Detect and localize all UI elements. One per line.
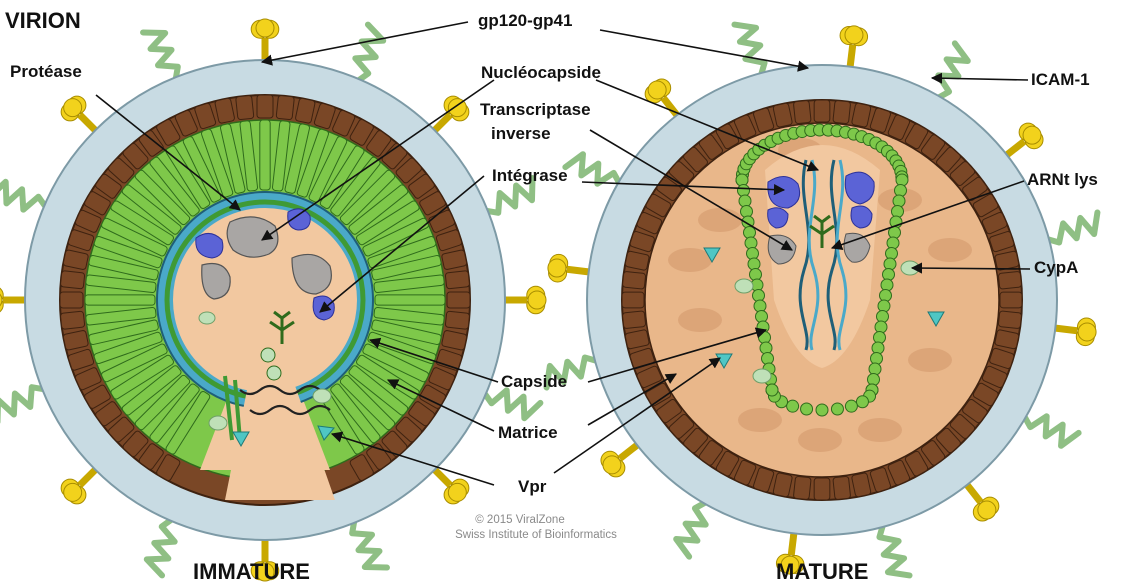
gp120-head <box>603 456 621 474</box>
icam-stalk <box>879 522 909 576</box>
gp120-head <box>64 483 82 501</box>
label-cypa: CypA <box>1034 258 1078 278</box>
cypa-mat-1 <box>735 279 753 293</box>
interior-mottle <box>908 348 952 372</box>
integrase-mature-4 <box>851 206 872 228</box>
capsid-dot <box>845 400 857 412</box>
gp120-head <box>528 291 546 309</box>
label-nucleocapside: Nucléocapside <box>481 63 601 83</box>
icam-stalk <box>143 32 178 82</box>
matrix-segment <box>276 95 294 120</box>
matrix-segment <box>257 95 273 118</box>
capsid-dot <box>766 384 778 396</box>
cyclophilin-c-1 <box>261 348 275 362</box>
interior-mottle <box>928 238 972 262</box>
cypa-mat-3 <box>753 369 771 383</box>
label-transcriptase: Transcriptase <box>480 100 591 120</box>
matrix-segment <box>447 292 470 308</box>
gp120-head <box>845 26 863 44</box>
matrix-segment <box>998 271 1022 289</box>
capsid-dot <box>831 403 843 415</box>
capsid-segment <box>260 120 270 190</box>
icam-stalk <box>482 390 540 418</box>
icam-stalk <box>147 517 175 575</box>
matrix-segment <box>622 311 646 329</box>
gp120-head <box>1078 323 1096 341</box>
icam-stalk <box>676 500 709 556</box>
matrix-segment <box>622 271 646 289</box>
matrix-segment <box>445 271 470 289</box>
gp120-head <box>548 259 566 277</box>
title-virion: VIRION <box>5 8 81 34</box>
interior-mottle <box>678 308 722 332</box>
label-gp120-gp41: gp120-gp41 <box>478 11 572 31</box>
capsid-dot <box>787 400 799 412</box>
mature-virion <box>547 25 1098 576</box>
icam-stalk <box>355 25 383 83</box>
matrix-segment <box>793 476 811 500</box>
title-immature: IMMATURE <box>193 559 310 585</box>
matrix-segment <box>445 311 470 329</box>
integrase-mature-3 <box>768 208 788 228</box>
credit-line-2: Swiss Institute of Bioinformatics <box>406 528 666 543</box>
matrix-segment <box>833 100 851 124</box>
gp120-head <box>978 501 996 519</box>
title-mature: MATURE <box>776 559 868 585</box>
matrix-segment <box>1000 292 1022 308</box>
label-protease: Protéase <box>10 62 82 82</box>
gp120-head <box>648 81 666 99</box>
matrix-segment <box>998 311 1022 329</box>
icam-stalk <box>1022 413 1078 446</box>
gp120-head <box>64 99 82 117</box>
gp120-head <box>1023 126 1041 144</box>
cypa-bean-imm-3 <box>199 312 215 324</box>
icam-stalk <box>935 43 968 99</box>
gp120-head <box>256 19 274 37</box>
credit-line-1: © 2015 ViralZone <box>390 513 650 528</box>
matrix-segment <box>60 292 83 308</box>
icam-stalk <box>734 25 764 79</box>
interior-mottle <box>858 418 902 442</box>
icam-stalk <box>352 517 387 567</box>
interior-mottle <box>798 428 842 452</box>
interior-mottle <box>698 208 742 232</box>
matrix-segment <box>236 95 254 120</box>
matrix-segment <box>793 100 811 124</box>
cypa-bean-imm-1 <box>209 416 227 430</box>
interior-mottle <box>738 408 782 432</box>
label-capside: Capside <box>501 372 567 392</box>
gp120-head <box>448 483 466 501</box>
label-arnt-lys: ARNt lys <box>1027 170 1098 190</box>
capsid-segment <box>85 295 155 305</box>
matrix-segment <box>60 271 85 289</box>
label-matrice: Matrice <box>498 423 558 443</box>
rt-blob-2 <box>202 264 230 300</box>
icam-stalk <box>1044 212 1098 242</box>
matrix-segment <box>814 100 830 122</box>
capsid-dot <box>816 404 828 416</box>
icam-stalk <box>0 182 48 210</box>
interior-mottle <box>668 248 712 272</box>
label-icam-1: ICAM-1 <box>1031 70 1090 90</box>
capsid-dot <box>801 403 813 415</box>
cypa-bean-imm-2 <box>313 389 331 403</box>
rt-blob-1 <box>227 217 278 257</box>
matrix-segment <box>60 311 85 329</box>
icam-stalk <box>0 387 48 422</box>
capsid-segment <box>375 295 445 305</box>
immature-virion <box>0 19 546 581</box>
label-integrase: Intégrase <box>492 166 568 186</box>
label-vpr: Vpr <box>518 477 546 497</box>
matrix-segment <box>814 478 830 500</box>
label-inverse: inverse <box>491 124 551 144</box>
matrix-segment <box>833 476 851 500</box>
cyclophilin-c-2 <box>267 366 281 380</box>
matrix-segment <box>622 292 644 308</box>
capsid-dot <box>856 396 868 408</box>
